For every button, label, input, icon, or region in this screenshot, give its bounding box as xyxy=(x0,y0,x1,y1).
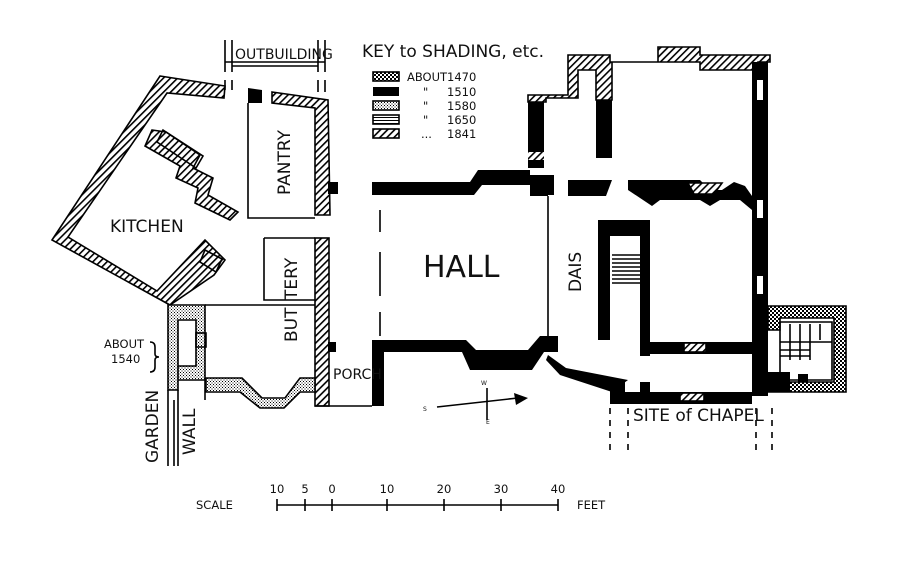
scale-ticks: 10 5 0 10 20 30 40 xyxy=(270,482,566,511)
pantry-wall-1841 xyxy=(271,91,331,216)
east-outer-wall xyxy=(752,62,768,396)
east-north-wall-1841 xyxy=(527,46,771,103)
key-year-3: 1580 xyxy=(447,99,476,113)
stair-tower xyxy=(767,305,847,393)
annotation-about: ABOUT xyxy=(104,337,145,351)
but-label: BUT xyxy=(282,307,302,342)
scale-tick-label: 10 xyxy=(380,482,395,496)
hall-north-wall xyxy=(372,170,548,196)
annotation-year: 1540 xyxy=(111,352,140,366)
shading-key: KEY to SHADING, etc. ABOUT 1470 " 1510 "… xyxy=(362,42,544,141)
chapel-label: SITE of CHAPEL xyxy=(633,406,764,426)
swatch-1510 xyxy=(373,87,399,96)
tery-label: TERY xyxy=(282,257,302,301)
scale-tick-label: 30 xyxy=(494,482,509,496)
kitchen-label: KITCHEN xyxy=(110,217,184,237)
garden-label: GARDEN xyxy=(143,390,163,463)
key-year-1: 1470 xyxy=(447,70,476,84)
chapel-site: SITE of CHAPEL xyxy=(609,382,773,452)
kitchen-door xyxy=(199,248,224,274)
bay-window xyxy=(205,377,316,409)
swatch-1470 xyxy=(372,71,400,82)
compass: S W E xyxy=(423,380,528,426)
swatch-1650 xyxy=(372,114,400,125)
key-title: KEY to SHADING, etc. xyxy=(362,42,544,62)
scale-tick-label: 20 xyxy=(437,482,452,496)
key-label-5: ... xyxy=(421,127,432,141)
buttery-block: TERY BUT xyxy=(263,237,330,407)
dais-south-wall xyxy=(546,355,628,392)
hall-label: HALL xyxy=(423,250,500,285)
outbuilding-label: OUTBUILDING xyxy=(235,47,333,63)
buttery-wall-1841 xyxy=(314,237,330,407)
swatch-1580 xyxy=(372,100,400,111)
key-swatches xyxy=(372,71,400,139)
stair-wall xyxy=(598,220,650,356)
swatch-1841 xyxy=(372,128,400,139)
stair-treads xyxy=(612,254,640,284)
kitchen-chimney xyxy=(143,129,240,221)
scale-tick-label: 5 xyxy=(301,482,308,496)
dais-label: DAIS xyxy=(566,252,586,292)
wing-wall-1580 xyxy=(167,304,206,391)
key-label-1: ABOUT xyxy=(407,70,448,84)
porch-label: PORCH xyxy=(333,367,382,383)
scale-bar: SCALE FEET 10 5 0 10 20 30 40 xyxy=(196,482,606,512)
key-year-5: 1841 xyxy=(447,127,476,141)
compass-e: E xyxy=(486,419,490,426)
scale-tick-label: 0 xyxy=(328,482,335,496)
garden-wall: GARDEN WALL xyxy=(143,390,200,466)
kitchen-wall-1841 xyxy=(50,75,227,306)
outbuilding: OUTBUILDING xyxy=(224,40,333,92)
east-mid-wall xyxy=(628,180,752,210)
wall-label: WALL xyxy=(180,408,200,455)
hall-south-wall xyxy=(372,336,558,406)
key-year-2: 1510 xyxy=(447,85,476,99)
scale-tick-label: 40 xyxy=(551,482,566,496)
kitchen-block: KITCHEN xyxy=(50,75,240,306)
key-year-4: 1650 xyxy=(447,113,476,127)
kitchen-flue xyxy=(155,128,205,170)
wing-1540: ABOUT 1540 xyxy=(104,304,316,409)
key-label-3: " xyxy=(423,99,428,113)
pantry-label: PANTRY xyxy=(275,129,295,195)
compass-w: W xyxy=(481,380,487,387)
key-label-2: " xyxy=(423,85,428,99)
key-label-4: " xyxy=(423,113,428,127)
hall-block: HALL PORCH DAIS xyxy=(315,170,586,407)
east-wing xyxy=(527,46,771,396)
pantry-block: PANTRY xyxy=(247,88,331,219)
scale-tick-label: 10 xyxy=(270,482,285,496)
scale-label: SCALE xyxy=(196,498,233,512)
scale-unit: FEET xyxy=(577,498,606,512)
compass-s: S xyxy=(423,406,427,413)
